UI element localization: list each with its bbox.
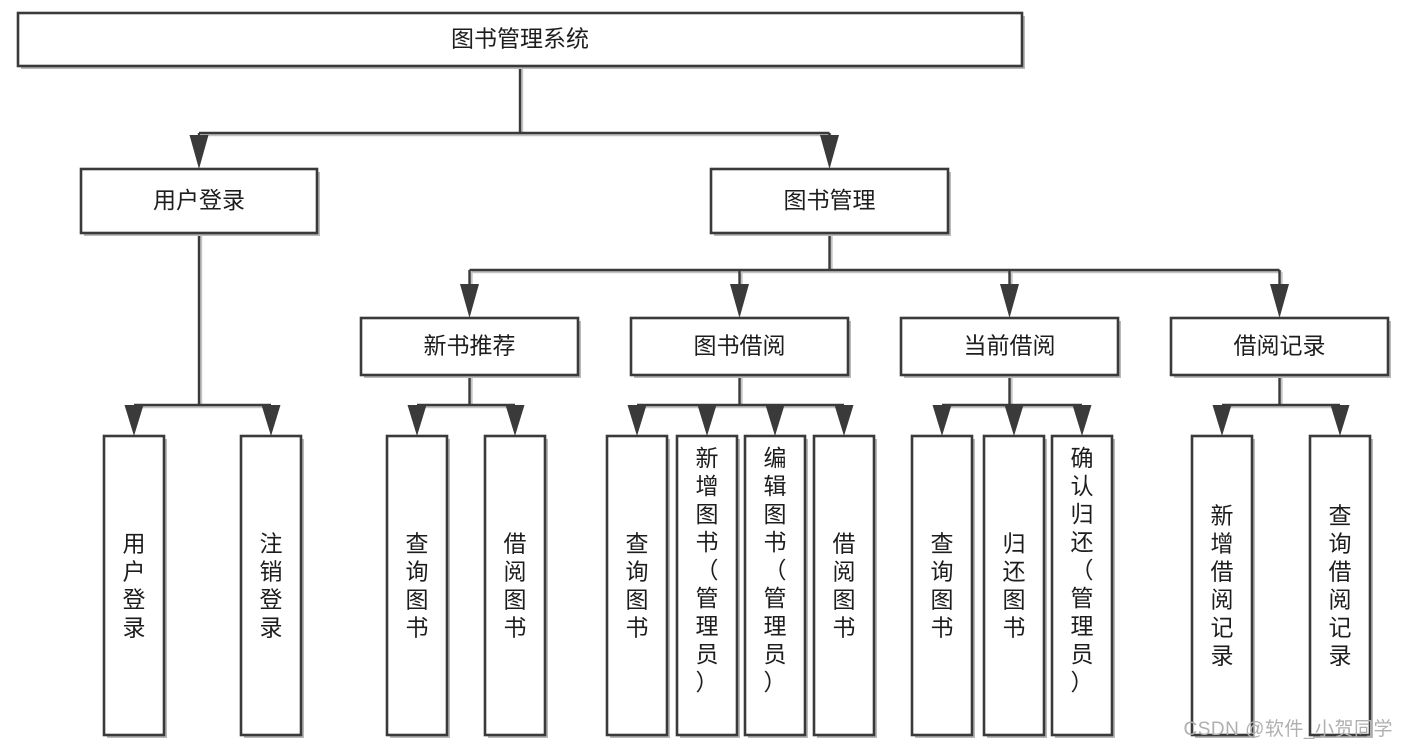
node-leaf-cur-query[interactable]: 查询图书 [910,434,975,738]
node-leaf-borrow-query[interactable]: 查询图书 [605,434,670,738]
arrow-head-icon [505,405,525,436]
node-leaf-new-borrow[interactable]: 借阅图书 [483,434,548,738]
node-label: 借阅图书 [504,531,527,641]
arrow-head-icon [730,284,749,318]
arrow-head-icon [460,284,479,318]
node-leaf-rec-query[interactable]: 查询借阅记录 [1308,434,1373,738]
node-label: 用户登录 [123,531,146,641]
node-leaf-borrow-edit[interactable]: 编辑图书（管理员） [743,434,808,738]
node-label: 查询借阅记录 [1329,503,1352,669]
connector-shadow [639,377,846,409]
node-root[interactable]: 图书管理系统 [16,11,1025,69]
arrow-head-icon [1004,405,1024,436]
node-label: 当前借阅 [964,333,1056,359]
nodes-layer: 图书管理系统用户登录图书管理新书推荐图书借阅当前借阅借阅记录用户登录注销登录查询… [16,11,1391,738]
node-box[interactable] [239,434,303,737]
arrow-head-icon [627,405,647,436]
node-box[interactable] [1308,434,1372,737]
arrow-head-icon [765,405,785,436]
connector-shadow [201,68,832,137]
node-newbook[interactable]: 新书推荐 [359,316,581,378]
connector-shadow [419,377,517,409]
node-bookmgr[interactable]: 图书管理 [709,167,951,236]
node-label: 新增图书（管理员） [696,445,719,695]
node-box[interactable] [359,316,580,377]
node-box[interactable] [899,316,1120,377]
node-record[interactable]: 借阅记录 [1169,316,1391,378]
node-label: 借阅图书 [833,531,856,641]
arrow-head-icon [261,405,281,436]
node-box[interactable] [982,434,1046,737]
node-leaf-new-query[interactable]: 查询图书 [385,434,450,738]
node-borrow[interactable]: 图书借阅 [629,316,851,378]
arrow-head-icon [1212,405,1232,436]
arrow-head-icon [124,405,144,436]
arrow-head-icon [407,405,427,436]
connector-shadow [471,235,1282,274]
node-box[interactable] [910,434,974,737]
node-label: 新书推荐 [424,333,516,359]
node-label: 图书管理系统 [451,26,589,52]
node-box[interactable] [1190,434,1254,737]
connector-shadow [136,235,273,409]
node-box[interactable] [483,434,547,737]
arrow-head-icon [1072,405,1092,436]
node-leaf-user-logout[interactable]: 注销登录 [239,434,304,738]
node-label: 图书管理 [784,187,876,213]
node-label: 新增借阅记录 [1211,503,1234,669]
node-label: 查询图书 [406,531,429,641]
node-label: 确认归还（管理员） [1071,445,1094,695]
connectors-layer [124,66,1350,436]
node-label: 查询图书 [931,531,954,641]
node-box[interactable] [1169,316,1390,377]
node-box[interactable] [743,434,807,737]
node-box[interactable] [675,434,739,737]
node-leaf-borrow-lend[interactable]: 借阅图书 [812,434,877,738]
node-leaf-borrow-add[interactable]: 新增图书（管理员） [675,434,740,738]
arrow-head-icon [834,405,854,436]
node-leaf-cur-return[interactable]: 归还图书 [982,434,1047,738]
node-label: 查询图书 [626,531,649,641]
node-leaf-user-login[interactable]: 用户登录 [102,434,167,738]
node-label: 注销登录 [260,531,283,641]
node-box[interactable] [1050,434,1114,737]
watermark-text: CSDN @软件_小贺同学 [1183,719,1393,740]
node-box[interactable] [79,167,319,235]
arrow-head-icon [1330,405,1350,436]
node-label: 归还图书 [1003,531,1026,641]
node-box[interactable] [102,434,166,737]
arrow-head-icon [820,135,839,169]
arrow-head-icon [932,405,952,436]
arrow-head-icon [1000,284,1019,318]
node-current[interactable]: 当前借阅 [899,316,1121,378]
node-label: 用户登录 [153,187,245,213]
node-leaf-cur-confirm[interactable]: 确认归还（管理员） [1050,434,1115,738]
node-label: 借阅记录 [1234,333,1326,359]
node-login[interactable]: 用户登录 [79,167,320,236]
node-label: 图书借阅 [694,333,786,359]
arrow-head-icon [1270,284,1289,318]
connector-shadow [1224,377,1342,409]
node-box[interactable] [629,316,850,377]
node-box[interactable] [605,434,669,737]
node-box[interactable] [812,434,876,737]
arrow-head-icon [189,135,209,169]
node-label: 编辑图书（管理员） [764,445,787,695]
connector-shadow [944,377,1084,409]
node-box[interactable] [16,11,1024,68]
arrow-head-icon [697,405,717,436]
node-leaf-rec-add[interactable]: 新增借阅记录 [1190,434,1255,738]
node-box[interactable] [385,434,449,737]
node-box[interactable] [709,167,950,235]
